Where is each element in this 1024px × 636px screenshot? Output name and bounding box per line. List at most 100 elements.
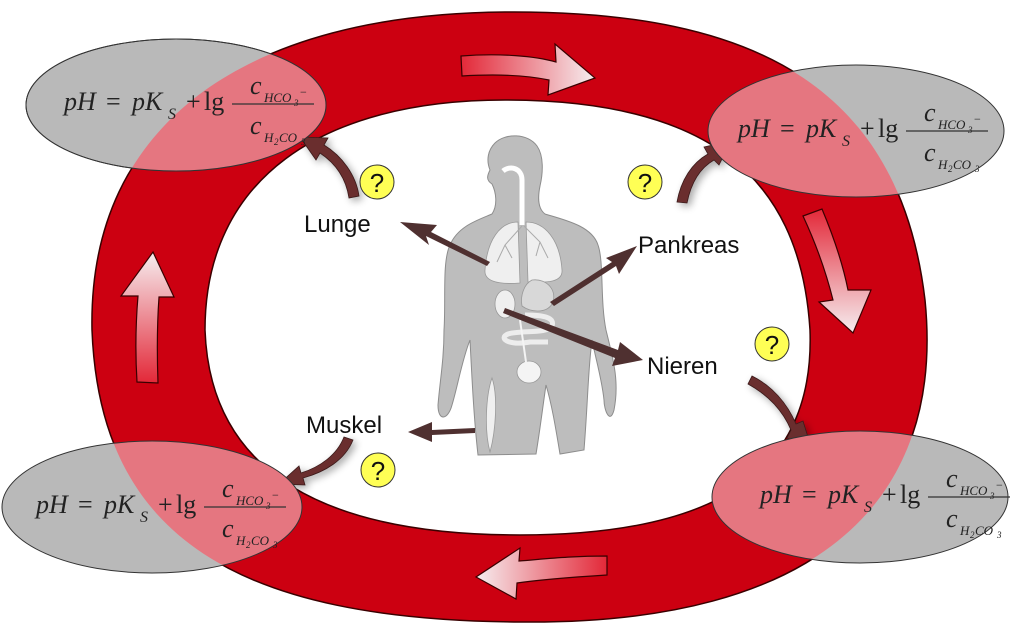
eq-lhs: pH (758, 480, 793, 509)
eq-den-sub-b: CO (953, 157, 972, 172)
eq-num-charge: − (300, 85, 307, 99)
eq-plus: + (860, 114, 875, 143)
eq-plus: + (158, 490, 173, 519)
eq-den-c: c (250, 111, 262, 140)
question-badge-muskel: ? (360, 452, 396, 488)
bronchi (496, 225, 549, 263)
question-circle-icon (359, 164, 395, 200)
eq-den-sub-a-index: 2 (274, 137, 279, 147)
lungs (484, 221, 563, 284)
trachea (501, 165, 525, 225)
pankreas-pointer-arrow (550, 246, 637, 306)
eq-log: lg (900, 480, 920, 509)
eq-num-c: c (924, 98, 936, 127)
eq-num-c: c (222, 474, 234, 503)
eq-den-sub-a: H (263, 130, 274, 145)
question-mark: ? (638, 168, 652, 198)
eq-num-sub-index: 3 (265, 501, 271, 511)
eq-pk-subscript: S (864, 499, 872, 516)
eq-equals: = (780, 114, 795, 143)
eq-num-c: c (946, 464, 958, 493)
organ-pointers (400, 222, 643, 442)
eq-pk-subscript: S (842, 133, 850, 150)
eq-den-sub-a: H (235, 533, 246, 548)
eq-den-sub-a-index: 2 (948, 164, 953, 174)
eq-den-sub-a-index: 2 (246, 540, 251, 550)
question-badge-nieren: ? (754, 326, 790, 362)
ureter (519, 319, 527, 363)
question-circle-icon (754, 326, 790, 362)
eq-den-sub-b: CO (279, 130, 298, 145)
bladder (516, 360, 542, 384)
organ-label-lunge: Lunge (304, 211, 371, 238)
eq-num-sub-index: 3 (989, 491, 995, 501)
eq-num-charge: − (272, 488, 279, 502)
eq-pk: pK (130, 87, 164, 116)
eq-equals: = (106, 87, 121, 116)
eq-den-sub-b: CO (251, 533, 270, 548)
eq-pk: pK (804, 114, 838, 143)
organ-label-nieren: Nieren (647, 353, 718, 380)
lunge-curved-arrow (299, 136, 360, 199)
question-circle-icon (627, 164, 663, 200)
eq-pk: pK (826, 480, 860, 509)
eq-pk-subscript: S (140, 509, 148, 526)
question-circle-icon (360, 452, 396, 488)
equation-ellipse-outline (1, 440, 303, 574)
flow-arrow-top (460, 42, 597, 96)
eq-equals: = (78, 490, 93, 519)
stomach (521, 279, 555, 312)
eq-den-sub-b-index: 3 (974, 164, 980, 174)
muskel-curved-arrow (278, 436, 354, 486)
eq-num-sub: HCO (263, 90, 292, 105)
eq-den-sub-a-index: 2 (970, 530, 975, 540)
question-badge-pankreas: ? (627, 164, 663, 200)
flow-arrow-bottom (474, 546, 608, 600)
eq-log: lg (204, 87, 224, 116)
eq-num-charge: − (974, 112, 981, 126)
eq-plus: + (186, 87, 201, 116)
eq-lhs: pH (736, 114, 771, 143)
eq-den-sub-a: H (937, 157, 948, 172)
eq-den-sub-b-index: 3 (272, 540, 278, 550)
eq-log: lg (878, 114, 898, 143)
eq-den-c: c (222, 514, 234, 543)
muskel-pointer-arrow (408, 422, 475, 442)
eq-log: lg (176, 490, 196, 519)
equation-ellipse-outline (25, 38, 327, 172)
eq-den-sub-b-index: 3 (996, 530, 1002, 540)
eq-pk: pK (102, 490, 136, 519)
equation-ellipse-overlap (91, 441, 302, 573)
eq-num-sub: HCO (235, 493, 264, 508)
eq-lhs: pH (62, 87, 97, 116)
eq-equals: = (802, 480, 817, 509)
eq-num-charge: − (996, 478, 1003, 492)
flow-arrow-left (119, 250, 175, 384)
eq-den-sub-b: CO (975, 523, 994, 538)
eq-den-c: c (946, 504, 958, 533)
human-body-figure (437, 135, 617, 456)
eq-num-sub-index: 3 (967, 125, 973, 135)
question-mark: ? (371, 456, 385, 486)
question-badge-lunge: ? (359, 164, 395, 200)
nieren-pointer-arrow (503, 308, 643, 366)
eq-plus: + (882, 480, 897, 509)
intestines (501, 312, 555, 346)
eq-den-sub-a: H (959, 523, 970, 538)
eq-num-sub: HCO (959, 483, 988, 498)
question-mark: ? (370, 168, 384, 198)
equation-ellipse-overlap (712, 431, 928, 563)
organ-label-muskel: Muskel (306, 412, 382, 439)
lunge-pointer-arrow (400, 222, 490, 266)
organ-label-pankreas: Pankreas (638, 232, 739, 259)
thigh-muscle (485, 376, 497, 454)
